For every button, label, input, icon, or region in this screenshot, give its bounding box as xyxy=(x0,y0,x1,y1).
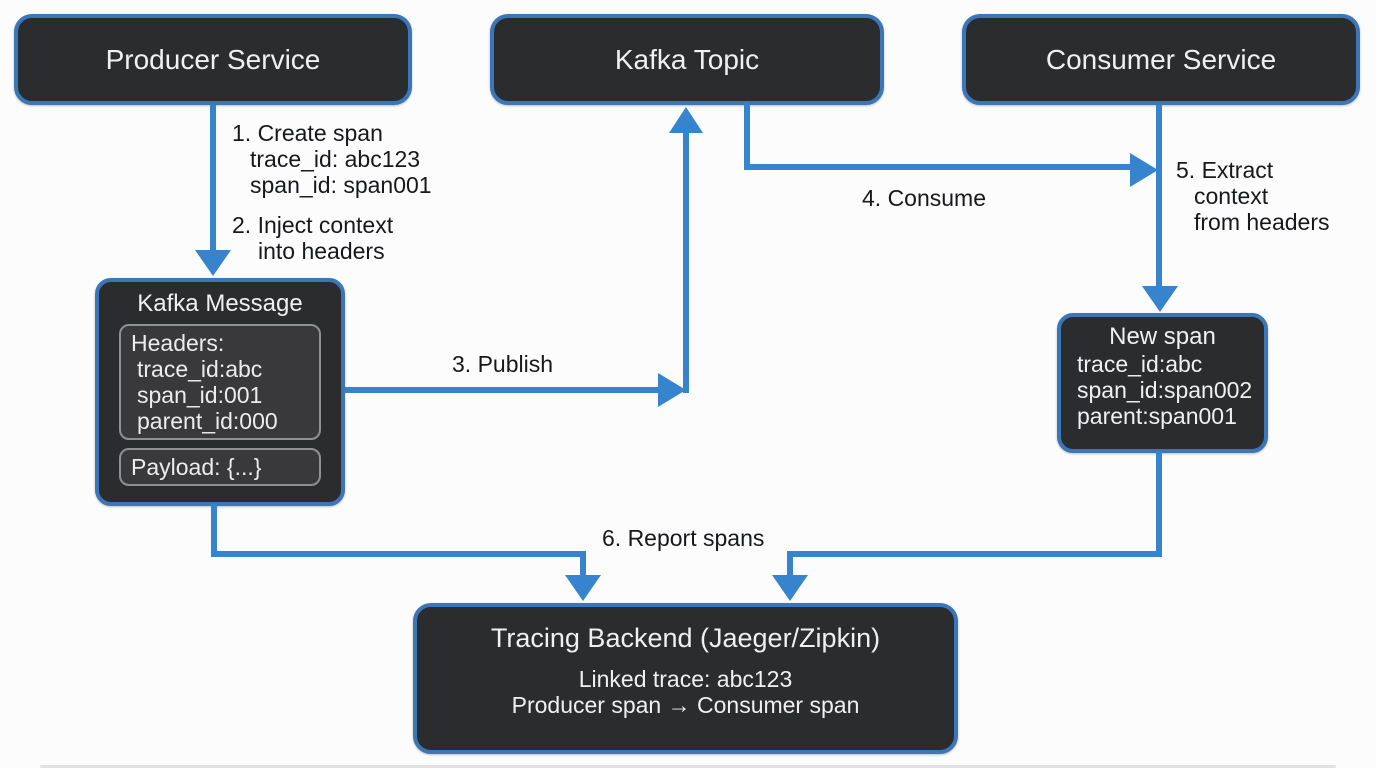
node-consumer-service: Consumer Service xyxy=(962,14,1360,105)
edge-consumer-to-newspan-line xyxy=(1156,105,1162,288)
arrowhead-right-icon xyxy=(658,373,686,407)
tracing-backend-line: Linked trace: abc123 xyxy=(578,666,793,692)
edge-label-line: span_id: span001 xyxy=(250,172,432,198)
node-producer-title: Producer Service xyxy=(105,43,321,75)
headers-line: parent_id:000 xyxy=(137,408,278,434)
new-span-field: trace_id:abc xyxy=(1077,351,1203,377)
new-span-field: span_id:span002 xyxy=(1077,377,1253,403)
edge-label-line: into headers xyxy=(258,238,385,264)
arrowhead-up-icon xyxy=(669,107,703,133)
edge-report-left-line-v1 xyxy=(211,504,217,555)
arrowhead-down-icon xyxy=(565,575,601,601)
edge-label-line: from headers xyxy=(1194,209,1330,235)
edge-label-line: trace_id: abc123 xyxy=(250,146,421,172)
edge-label-create-span: 1. Create span trace_id: abc123 span_id:… xyxy=(232,120,432,198)
edge-label-line: 2. Inject context xyxy=(232,212,394,238)
edge-report-right-line-v1 xyxy=(1156,451,1162,557)
kafka-message-title: Kafka Message xyxy=(137,290,303,317)
arrowhead-down-icon xyxy=(772,575,808,601)
bottom-edge-strip xyxy=(40,765,1336,768)
edge-report-left-line-v2 xyxy=(580,551,586,578)
node-kafka-topic-title: Kafka Topic xyxy=(614,43,760,75)
edge-report-left-line-horizontal xyxy=(211,551,586,557)
edge-consume-line-vertical xyxy=(744,103,750,170)
headers-line: Headers: xyxy=(131,330,225,356)
node-consumer-title: Consumer Service xyxy=(1045,43,1277,75)
edge-publish-line-horizontal xyxy=(345,387,658,393)
arrowhead-down-icon xyxy=(1142,286,1178,312)
kafka-message-headers-box: Headers: trace_id:abc span_id:001 parent… xyxy=(119,324,321,440)
edge-producer-to-message-line xyxy=(210,105,216,255)
edge-publish-line-vertical xyxy=(683,132,689,393)
node-producer-service: Producer Service xyxy=(14,14,412,105)
new-span-title: New span xyxy=(1109,323,1216,350)
edge-report-right-line-horizontal xyxy=(787,551,1162,557)
payload-line: Payload: {...} xyxy=(131,454,262,480)
tracing-backend-line: Producer span → Consumer span xyxy=(511,692,860,718)
arrowhead-right-icon xyxy=(1130,153,1158,187)
edge-label-line: 1. Create span xyxy=(232,120,383,146)
headers-line: trace_id:abc xyxy=(137,356,263,382)
edge-label-inject-context: 2. Inject context into headers xyxy=(232,212,393,264)
arrowhead-down-icon xyxy=(195,250,231,276)
edge-label-line: context xyxy=(1194,183,1269,209)
edge-report-right-line-v2 xyxy=(787,551,793,578)
node-kafka-message: Kafka Message Headers: trace_id:abc span… xyxy=(95,278,345,506)
kafka-message-payload-box: Payload: {...} xyxy=(119,448,321,486)
headers-line: span_id:001 xyxy=(137,382,263,408)
edge-consume-line-horizontal xyxy=(744,164,1130,170)
node-new-span: New span trace_id:abc span_id:span002 pa… xyxy=(1057,313,1268,453)
node-tracing-backend: Tracing Backend (Jaeger/Zipkin) Linked t… xyxy=(413,603,958,754)
edge-label-publish: 3. Publish xyxy=(452,351,554,377)
edge-label-extract-context: 5. Extract context from headers xyxy=(1176,157,1330,235)
node-kafka-topic: Kafka Topic xyxy=(490,14,884,105)
edge-label-report-spans: 6. Report spans xyxy=(602,525,765,551)
edge-label-line: 5. Extract xyxy=(1176,157,1274,183)
new-span-field: parent:span001 xyxy=(1077,403,1237,429)
tracing-backend-title: Tracing Backend (Jaeger/Zipkin) xyxy=(490,623,881,653)
edge-label-consume: 4. Consume xyxy=(862,185,987,211)
